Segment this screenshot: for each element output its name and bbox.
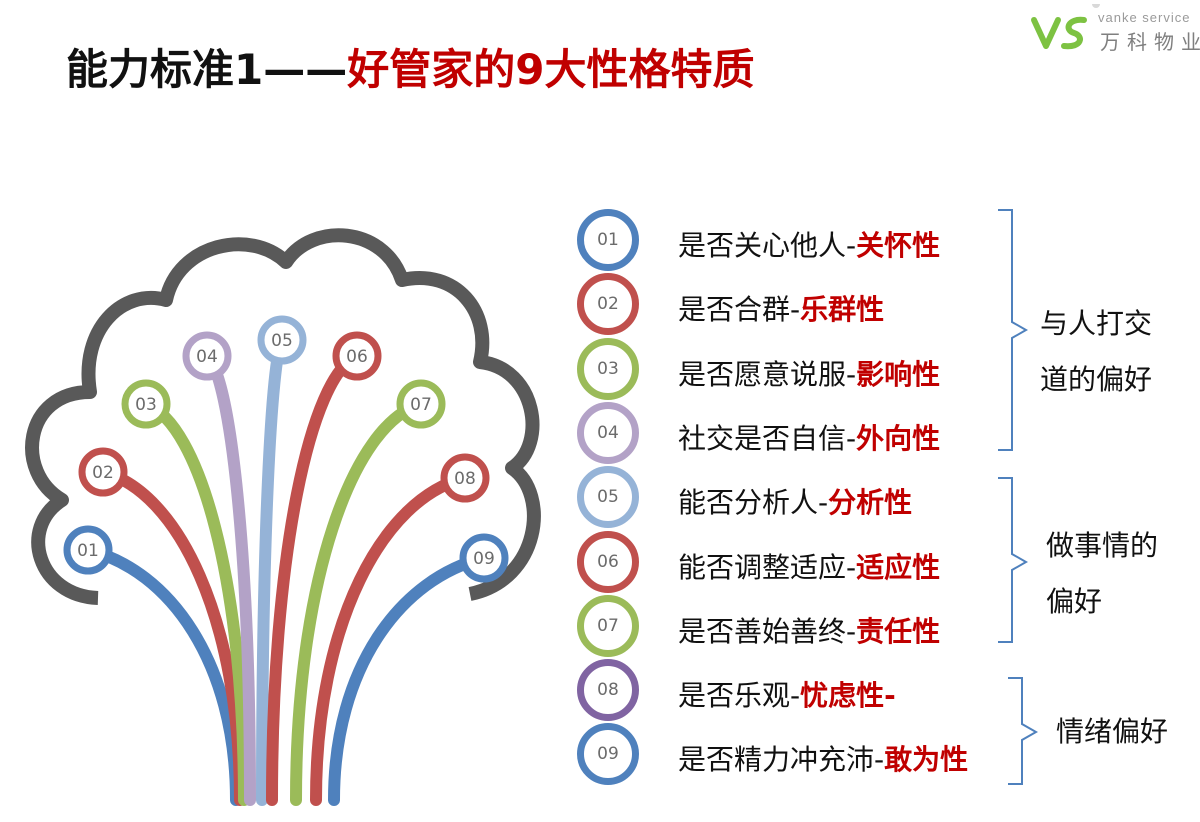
trait-number-badge: 02: [577, 273, 639, 336]
trait-row: 05 能否分析人-分析性: [577, 466, 1022, 535]
logo-chinese: 万科物业: [1100, 30, 1200, 54]
tree-node: [332, 331, 382, 381]
tree-node-number: 09: [473, 549, 495, 569]
group-label-emotion: 情绪偏好: [1056, 704, 1168, 760]
trait-label: 是否精力冲充沛-敢为性: [678, 738, 968, 778]
trait-question: 是否合群-: [678, 293, 801, 327]
tree-node: [257, 315, 307, 365]
trait-number-badge: 08: [577, 659, 639, 722]
trait-number: 07: [597, 615, 619, 636]
tree-node: [459, 533, 509, 583]
trait-label: 是否乐观-忧虑性-: [678, 674, 896, 714]
group-label-line: 做事情的: [1046, 529, 1159, 562]
tree-node-number: 06: [346, 347, 368, 367]
trait-number-badge: 05: [577, 466, 639, 529]
brace-group-1: [998, 209, 1029, 451]
trait-number: 05: [597, 487, 619, 508]
trait-number: 06: [597, 551, 619, 572]
trait-row: 03 是否愿意说服-影响性: [577, 337, 1022, 407]
tree-branch: [328, 552, 490, 806]
title-prefix: 能力标准1——: [66, 45, 348, 94]
trait-question: 是否善始善终-: [678, 614, 857, 648]
trait-row: 04 社交是否自信-外向性: [577, 401, 1022, 471]
tree-node: [78, 447, 128, 497]
group-label-line: 偏好: [1046, 585, 1103, 618]
trait-number-badge: 09: [577, 723, 639, 786]
trait-label: 社交是否自信-外向性: [678, 417, 940, 457]
tree-branch: [310, 472, 471, 806]
trait-question: 是否关心他人-: [678, 229, 857, 262]
trait-label: 能否调整适应-适应性: [678, 546, 940, 586]
tree-branch: [266, 350, 363, 806]
trait-label: 是否关心他人-关怀性: [678, 224, 940, 264]
trait-keyword: 关怀性: [856, 229, 941, 262]
title-highlight: 好管家的9大性格特质: [347, 45, 755, 94]
group-label-social: 与人打交 道的偏好: [1040, 296, 1152, 408]
group-label-line: 与人打交: [1040, 307, 1153, 340]
trait-question: 能否分析人-: [678, 486, 829, 520]
trait-number: 02: [597, 294, 619, 315]
trait-number: 03: [597, 358, 619, 379]
trait-keyword: 分析性: [828, 486, 913, 520]
tree-node-number: 03: [135, 395, 157, 415]
trait-question: 社交是否自信-: [678, 421, 857, 455]
tree-node-number: 01: [77, 541, 99, 561]
trait-number-badge: 06: [577, 530, 639, 593]
trait-question: 是否愿意说服-: [678, 357, 857, 391]
trait-keyword: 适应性: [856, 550, 941, 584]
trait-keyword: 责任性: [856, 614, 941, 648]
trait-number: 01: [597, 230, 619, 250]
vanke-logo: vanke service 万科物业: [1028, 4, 1200, 56]
tree-node: [396, 379, 446, 429]
trait-number-badge: 04: [577, 401, 639, 464]
tree-node-number: 04: [196, 347, 218, 367]
tree-branch: [140, 398, 250, 806]
tree-node: [63, 525, 113, 575]
tree-node-number: 05: [271, 331, 293, 351]
tree-diagram: 01 02 03 04 05 06 07 08 09: [25, 228, 541, 806]
trait-label: 是否愿意说服-影响性: [678, 353, 940, 393]
tree-node: [182, 331, 232, 381]
trait-number-badge: 01: [577, 209, 639, 271]
trait-label: 能否分析人-分析性: [678, 481, 912, 521]
trait-row: 01 是否关心他人-关怀性: [577, 209, 1022, 278]
tree-node-number: 07: [410, 395, 432, 415]
group-label-line: 道的偏好: [1040, 363, 1153, 396]
trait-number-badge: 03: [577, 337, 639, 400]
group-label-line: 情绪偏好: [1056, 715, 1169, 748]
trait-question: 能否调整适应-: [678, 550, 857, 584]
trait-keyword: 乐群性: [800, 293, 885, 327]
trait-number-badge: 07: [577, 594, 639, 657]
trait-number: 08: [597, 680, 619, 701]
logo-english: vanke service: [1098, 10, 1191, 25]
trait-question: 是否精力冲充沛-: [678, 743, 885, 777]
trait-keyword: 敢为性: [884, 743, 969, 777]
group-label-work: 做事情的 偏好: [1046, 518, 1158, 630]
vanke-logo-icon: [1031, 16, 1087, 50]
trait-row: 07 是否善始善终-责任性: [577, 594, 1022, 664]
trait-keyword: 外向性: [856, 421, 941, 455]
trait-row: 06 能否调整适应-适应性: [577, 530, 1022, 600]
tree-branch: [290, 398, 427, 806]
trait-keyword: 影响性: [856, 357, 941, 391]
tree-node-number: 02: [92, 463, 114, 483]
tree-node: [121, 379, 171, 429]
logo-dot: [1092, 4, 1100, 8]
trait-number: 09: [597, 744, 619, 765]
tree-node-number: 08: [454, 469, 476, 489]
brace-group-2: [998, 477, 1029, 643]
cloud-outline: [25, 228, 541, 605]
trait-question: 是否乐观-: [678, 679, 801, 713]
trait-row: 02 是否合群-乐群性: [577, 273, 1022, 342]
trait-row: 09 是否精力冲充沛-敢为性: [577, 723, 1022, 792]
trait-number: 04: [597, 422, 619, 443]
trait-keyword: 忧虑性-: [800, 679, 896, 713]
tree-node: [440, 453, 490, 503]
trait-label: 是否善始善终-责任性: [678, 610, 940, 650]
page-title: 能力标准1——好管家的9大性格特质: [66, 36, 754, 97]
trait-label: 是否合群-乐群性: [678, 288, 884, 328]
trait-row: 08 是否乐观-忧虑性-: [577, 659, 1022, 728]
brace-group-3: [1008, 677, 1039, 785]
